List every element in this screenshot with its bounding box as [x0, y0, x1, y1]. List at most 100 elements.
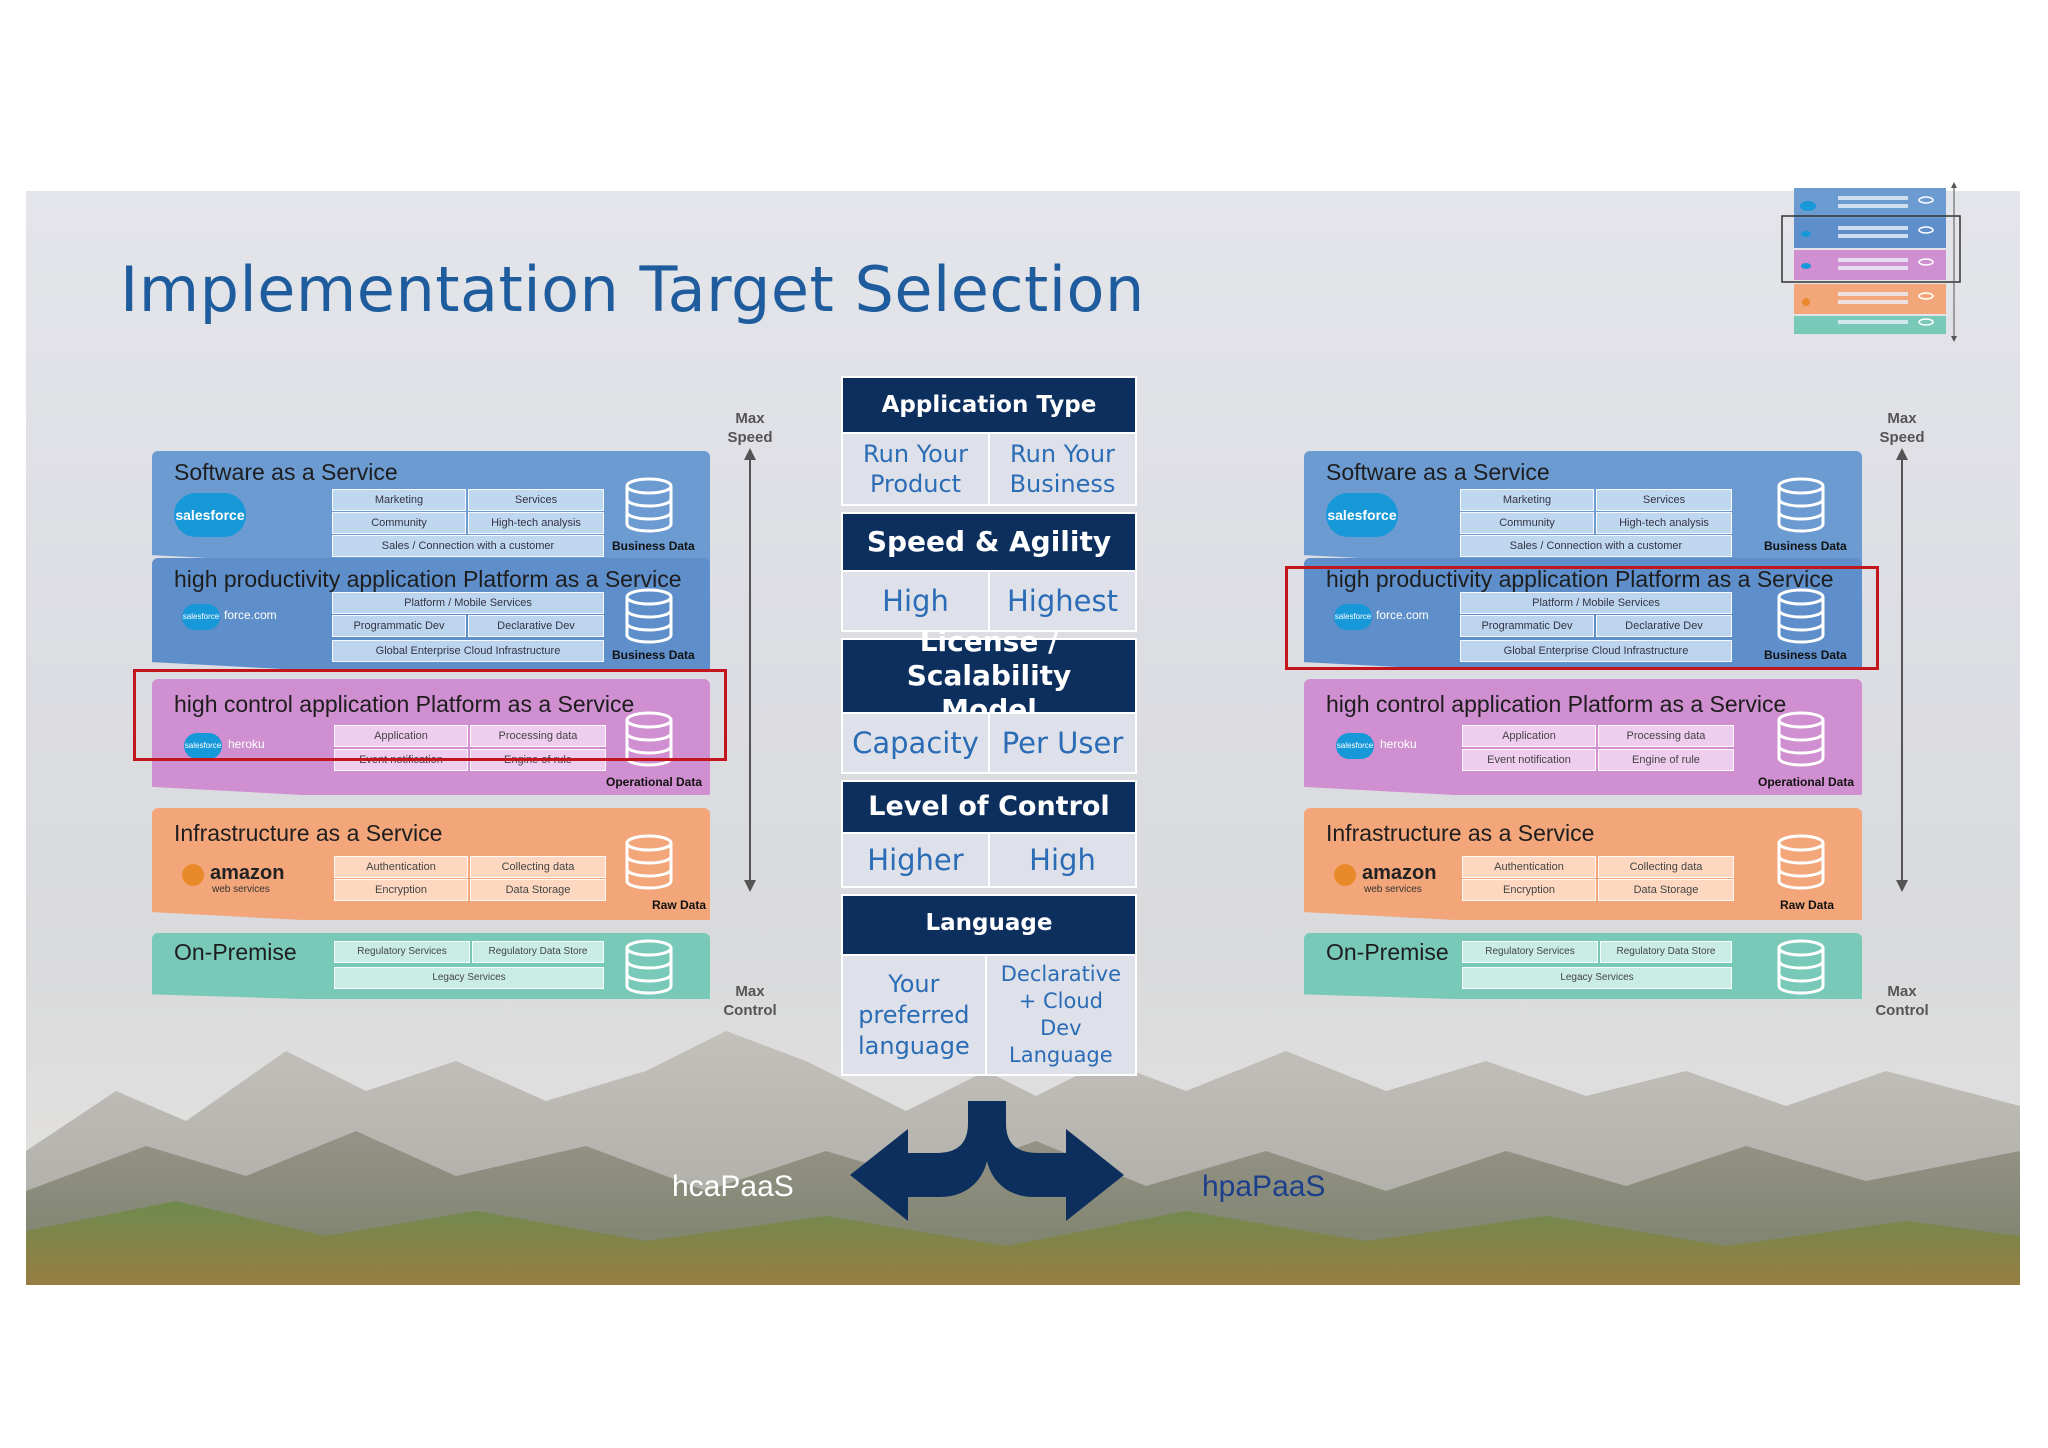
table-cell: Highest	[988, 572, 1135, 630]
table-cell: Run Your Business	[988, 434, 1135, 504]
table-cell: Per User	[988, 714, 1135, 772]
layer-iaas: Infrastructure as a Service amazon web s…	[152, 808, 710, 920]
layer-title: Software as a Service	[174, 459, 398, 485]
cell: Services	[468, 489, 604, 511]
cell: Sales / Connection with a customer	[1460, 535, 1732, 557]
axis-label-max-speed: Max Speed	[1879, 410, 1925, 446]
database-icon	[625, 588, 673, 644]
amazon-logo: amazon	[1362, 862, 1437, 884]
cell: Programmatic Dev	[332, 615, 466, 637]
database-icon	[625, 834, 673, 890]
cell: Programmatic Dev	[1460, 615, 1594, 637]
axis-label-max-control: Max Control	[1875, 983, 1929, 1019]
data-label: Business Data	[1764, 648, 1847, 662]
data-label: Raw Data	[1780, 898, 1835, 912]
cell: Marketing	[332, 489, 466, 511]
cell: Application	[1462, 725, 1596, 747]
cell: High-tech analysis	[1596, 512, 1732, 534]
layer-hc-paas: high control application Platform as a S…	[1304, 679, 1862, 795]
cloud-stack-right: Software as a Service salesforce Marketi…	[1304, 451, 1864, 999]
cell: Encryption	[334, 879, 468, 901]
table-cell: Declarative + Cloud Dev Language	[984, 956, 1135, 1074]
cell: Platform / Mobile Services	[1460, 592, 1732, 614]
layer-title: On-Premise	[174, 939, 297, 965]
table-cell: Capacity	[843, 714, 988, 772]
table-row: High Highest	[841, 572, 1137, 632]
force-com-logo: force.com	[224, 608, 277, 622]
cell: Community	[1460, 512, 1594, 534]
table-row: Capacity Per User	[841, 714, 1137, 774]
cell: Legacy Services	[334, 967, 604, 989]
axis-label-max-control: Max Control	[723, 983, 777, 1019]
table-cell: Your preferred language	[843, 956, 985, 1074]
layer-on-premise: On-Premise Regulatory Services Regulator…	[1304, 933, 1862, 999]
table-cell: High	[988, 834, 1135, 886]
section-header: License / Scalability Model	[841, 625, 1137, 726]
cell: Data Storage	[470, 879, 606, 901]
database-icon	[625, 477, 673, 533]
split-arrow-icon	[850, 1101, 1124, 1221]
cell: Platform / Mobile Services	[332, 592, 604, 614]
data-label: Business Data	[612, 539, 695, 553]
cloud-stack-left: Software as a Service salesforce Marketi…	[152, 451, 712, 999]
data-label: Operational Data	[1758, 775, 1855, 789]
highlight-box-right	[1285, 566, 1879, 670]
slide: Implementation Target Selection Software…	[26, 191, 2020, 1285]
layer-on-premise: On-Premise Regulatory Services Regulator…	[152, 933, 710, 999]
cell: Global Enterprise Cloud Infrastructure	[1460, 640, 1732, 662]
salesforce-badge: salesforce	[182, 604, 220, 630]
section-header: Level of Control	[841, 780, 1137, 834]
cell: Declarative Dev	[1596, 615, 1732, 637]
data-label: Business Data	[612, 648, 695, 662]
comparison-table: Application Type Run Your Product Run Yo…	[841, 376, 1137, 1076]
layer-hp-paas: high productivity application Platform a…	[1304, 558, 1862, 670]
target-label-right: hpaPaaS	[1202, 1170, 1326, 1203]
page-title: Implementation Target Selection	[120, 253, 1145, 326]
table-row: Your preferred language Declarative + Cl…	[841, 956, 1137, 1076]
axis-arrow-left	[744, 448, 756, 892]
cell: Event notification	[1462, 749, 1596, 771]
heroku-logo: heroku	[1380, 737, 1417, 751]
stack-thumbnail-drawing	[1781, 182, 1961, 342]
section-header: Application Type	[841, 376, 1137, 434]
target-label-left: hcaPaaS	[672, 1170, 794, 1203]
layer-iaas: Infrastructure as a Service amazon web s…	[1304, 808, 1862, 920]
layer-saas: Software as a Service salesforce Marketi…	[1304, 451, 1862, 563]
cell: Processing data	[470, 725, 606, 747]
salesforce-logo: salesforce	[1326, 493, 1398, 537]
cell: Data Storage	[1598, 879, 1734, 901]
cell: High-tech analysis	[468, 512, 604, 534]
cell: Collecting data	[470, 856, 606, 878]
layer-title: high control application Platform as a S…	[1326, 691, 1787, 717]
database-icon	[1777, 477, 1825, 533]
layer-title: high control application Platform as a S…	[174, 691, 635, 717]
data-label: Operational Data	[606, 775, 703, 789]
axis-label-max-speed: Max Speed	[727, 410, 773, 446]
section-header: Speed & Agility	[841, 512, 1137, 572]
table-row: Run Your Product Run Your Business	[841, 434, 1137, 506]
cell: Processing data	[1598, 725, 1734, 747]
layer-title: high productivity application Platform a…	[174, 566, 682, 592]
database-icon	[1777, 588, 1825, 644]
database-icon	[1777, 939, 1825, 995]
force-com-logo: force.com	[1376, 608, 1429, 622]
axis-arrow-right	[1896, 448, 1908, 892]
amazon-sun-icon	[1334, 864, 1356, 886]
cell: Collecting data	[1598, 856, 1734, 878]
cell: Encryption	[1462, 879, 1596, 901]
layer-title: Infrastructure as a Service	[1326, 820, 1595, 846]
stack-thumbnail	[1768, 172, 1968, 348]
table-cell: High	[843, 572, 988, 630]
amazon-logo-sub: web services	[1364, 884, 1422, 895]
cell: Authentication	[1462, 856, 1596, 878]
heroku-logo: heroku	[228, 737, 265, 751]
table-row: Higher High	[841, 834, 1137, 888]
salesforce-logo: salesforce	[174, 493, 246, 537]
layer-title: high productivity application Platform a…	[1326, 566, 1834, 592]
salesforce-badge: salesforce	[1334, 604, 1372, 630]
cell: Regulatory Data Store	[1600, 941, 1732, 963]
cell: Global Enterprise Cloud Infrastructure	[332, 640, 604, 662]
database-icon	[625, 939, 673, 995]
table-cell: Higher	[843, 834, 988, 886]
amazon-logo-sub: web services	[212, 884, 270, 895]
